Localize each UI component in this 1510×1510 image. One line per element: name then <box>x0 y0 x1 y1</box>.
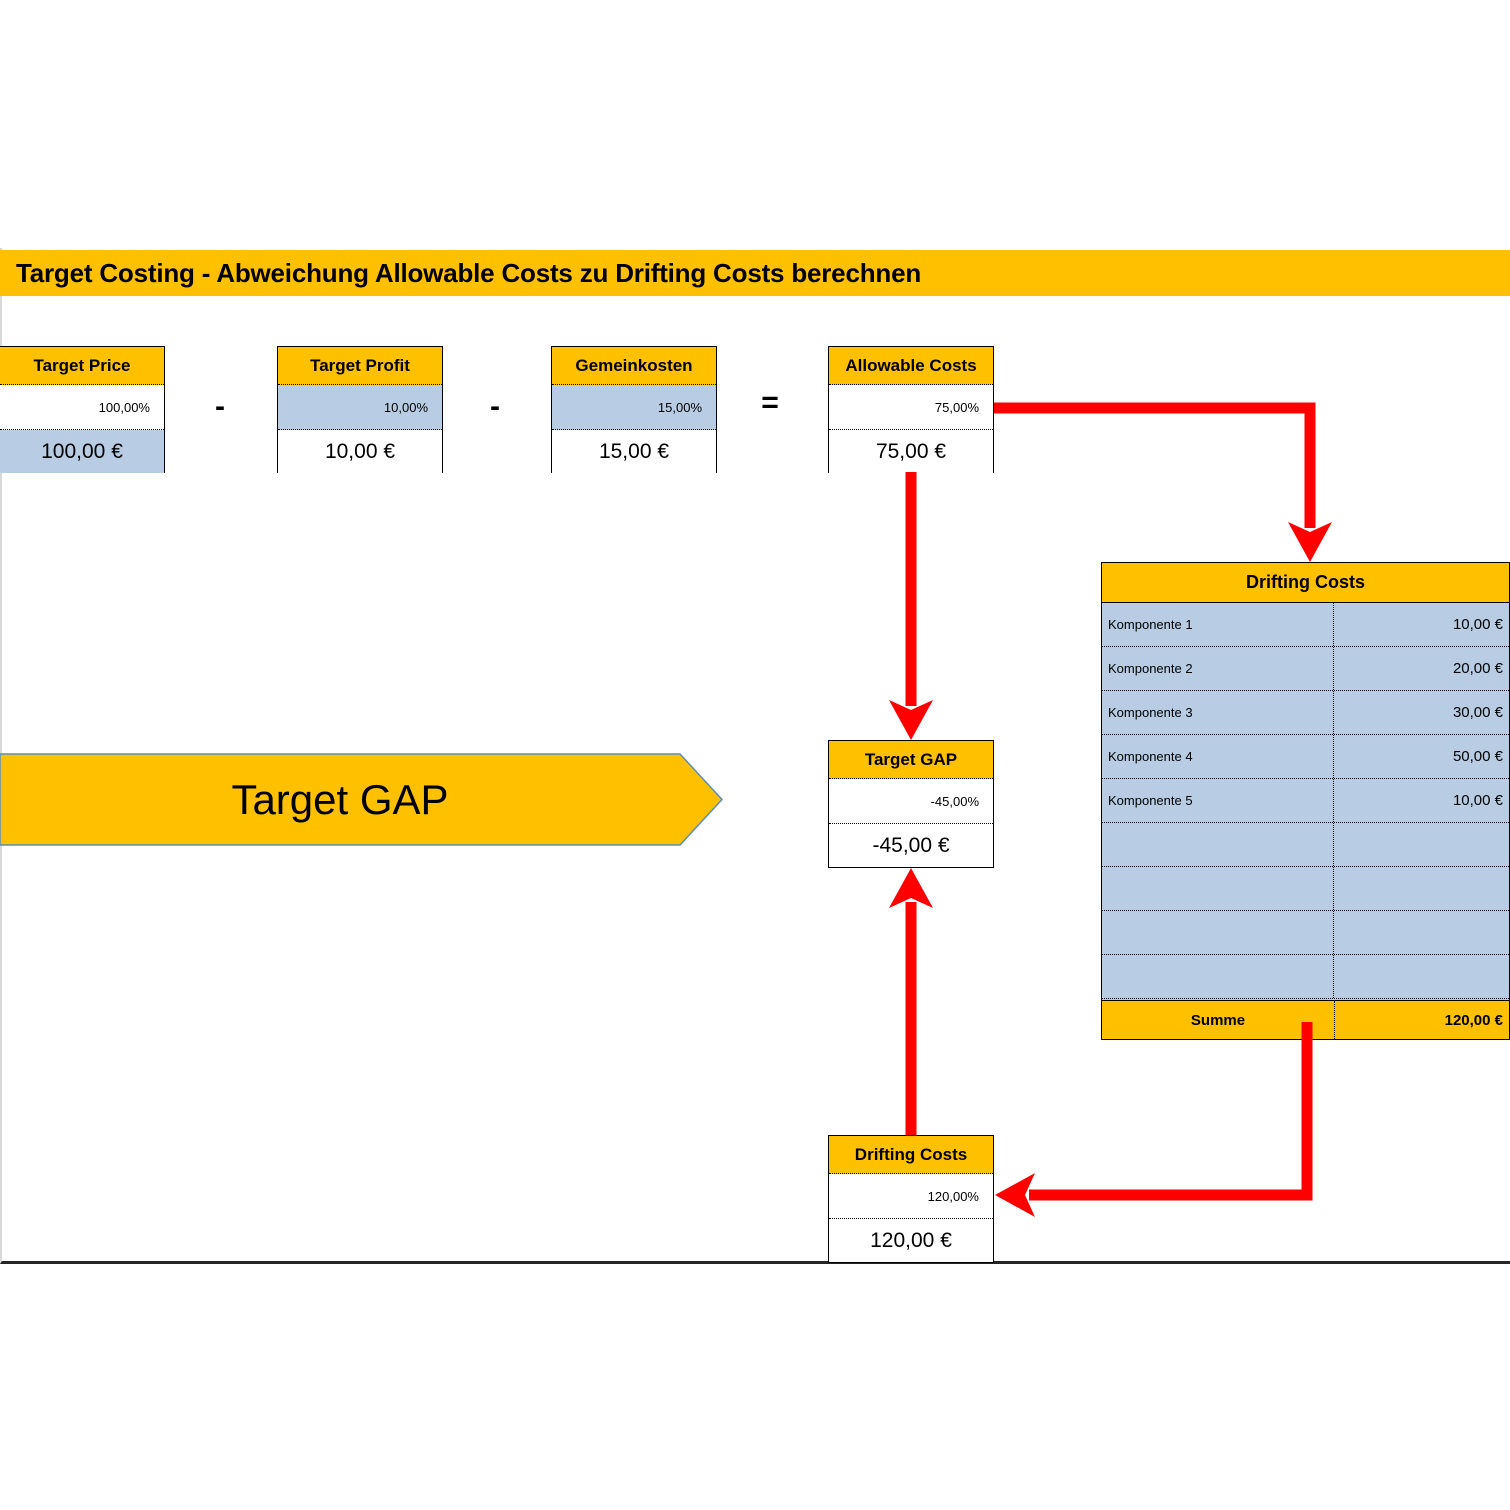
kpi-box-target-price[interactable]: Target Price 100,00% 100,00 € <box>0 346 165 473</box>
kpi-box-allowable-costs[interactable]: Allowable Costs 75,00% 75,00 € <box>828 346 994 473</box>
table-cell-name: Komponente 5 <box>1102 779 1334 822</box>
kpi-box-drifting-costs[interactable]: Drifting Costs 120,00% 120,00 € <box>828 1135 994 1263</box>
table-cell-value <box>1334 867 1509 910</box>
table-cell-value <box>1334 911 1509 954</box>
table-row-empty[interactable] <box>1102 823 1509 867</box>
kpi-percent-target-gap: -45,00% <box>829 779 993 824</box>
kpi-percent-gemeinkosten: 15,00% <box>552 385 716 430</box>
table-row-empty[interactable] <box>1102 911 1509 955</box>
kpi-amount-gemeinkosten: 15,00 € <box>552 430 716 473</box>
kpi-percent-drifting-costs: 120,00% <box>829 1174 993 1219</box>
table-row-summe: Summe 120,00 € <box>1101 1000 1510 1040</box>
page-title-bar: Target Costing - Abweichung Allowable Co… <box>0 250 1510 296</box>
drifting-costs-table[interactable]: Drifting Costs Komponente 1 10,00 € Komp… <box>1101 562 1510 1040</box>
kpi-percent-target-profit: 10,00% <box>278 385 442 430</box>
table-row-empty[interactable] <box>1102 867 1509 911</box>
kpi-amount-drifting-costs: 120,00 € <box>829 1219 993 1262</box>
table-cell-value: 10,00 € <box>1452 616 1503 633</box>
target-gap-banner-label: Target GAP <box>231 775 449 823</box>
table-sum-label: Summe <box>1102 1001 1335 1039</box>
kpi-title-drifting-costs: Drifting Costs <box>829 1136 993 1174</box>
table-row[interactable]: Komponente 5 10,00 € <box>1102 779 1509 823</box>
table-cell-value <box>1334 955 1509 998</box>
table-cell-value: 30,00 € <box>1452 704 1503 721</box>
kpi-amount-target-profit: 10,00 € <box>278 430 442 473</box>
kpi-box-gemeinkosten[interactable]: Gemeinkosten 15,00% 15,00 € <box>551 346 717 473</box>
table-sum-value: 120,00 € <box>1444 1011 1503 1029</box>
table-cell-value: 20,00 € <box>1452 660 1503 677</box>
table-row[interactable]: Komponente 2 20,00 € <box>1102 647 1509 691</box>
table-cell-name: Komponente 3 <box>1102 691 1334 734</box>
kpi-title-gemeinkosten: Gemeinkosten <box>552 347 716 385</box>
table-cell-name <box>1102 911 1334 954</box>
kpi-title-target-gap: Target GAP <box>829 741 993 779</box>
kpi-title-target-profit: Target Profit <box>278 347 442 385</box>
kpi-title-target-price: Target Price <box>0 347 164 385</box>
target-gap-banner: Target GAP <box>0 753 723 846</box>
table-row[interactable]: Komponente 1 10,00 € <box>1102 603 1509 647</box>
table-cell-name <box>1102 867 1334 910</box>
table-row[interactable]: Komponente 4 50,00 € <box>1102 735 1509 779</box>
table-cell-name: Komponente 2 <box>1102 647 1334 690</box>
drifting-costs-table-header: Drifting Costs <box>1102 563 1509 603</box>
table-cell-value: 50,00 € <box>1452 748 1503 765</box>
kpi-box-target-gap[interactable]: Target GAP -45,00% -45,00 € <box>828 740 994 868</box>
table-cell-name: Komponente 4 <box>1102 735 1334 778</box>
kpi-percent-target-price: 100,00% <box>0 385 164 430</box>
page-title: Target Costing - Abweichung Allowable Co… <box>16 257 922 288</box>
kpi-amount-allowable-costs: 75,00 € <box>829 430 993 473</box>
kpi-title-allowable-costs: Allowable Costs <box>829 347 993 385</box>
table-cell-value <box>1334 823 1509 866</box>
banner-arrow-shape <box>0 753 723 846</box>
kpi-box-target-profit[interactable]: Target Profit 10,00% 10,00 € <box>277 346 443 473</box>
kpi-amount-target-gap: -45,00 € <box>829 824 993 867</box>
table-cell-name: Komponente 1 <box>1102 603 1334 646</box>
table-cell-name <box>1102 955 1334 998</box>
operator-equals: = <box>761 386 779 419</box>
kpi-amount-target-price: 100,00 € <box>0 430 164 473</box>
table-cell-name <box>1102 823 1334 866</box>
operator-minus-2: - <box>490 390 500 423</box>
table-row[interactable]: Komponente 3 30,00 € <box>1102 691 1509 735</box>
operator-minus-1: - <box>215 390 225 423</box>
table-cell-value: 10,00 € <box>1452 792 1503 809</box>
table-row-empty[interactable] <box>1102 955 1509 999</box>
kpi-percent-allowable-costs: 75,00% <box>829 385 993 430</box>
